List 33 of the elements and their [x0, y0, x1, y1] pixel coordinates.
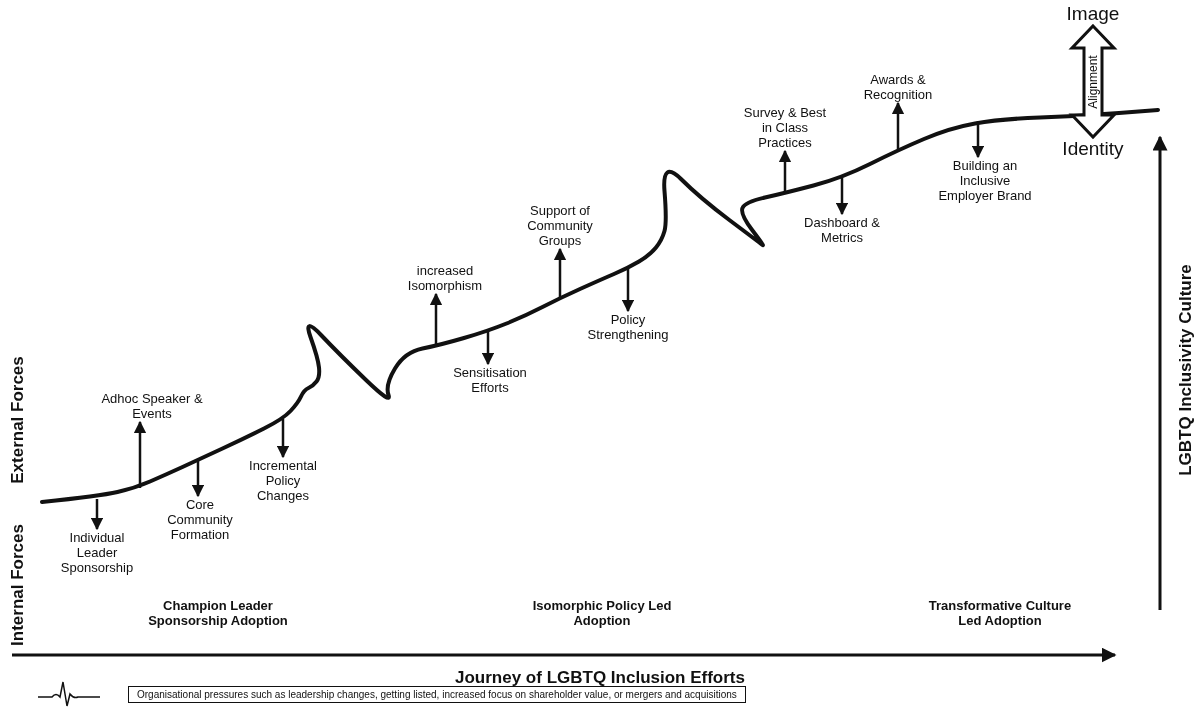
phase-label: Champion Leader Sponsorship Adoption: [147, 598, 289, 628]
milestone-label: Policy Strengthening: [573, 312, 683, 342]
arrow: [133, 420, 147, 488]
arrow: [276, 419, 290, 459]
arrow: [191, 460, 205, 498]
arrow: [891, 101, 905, 149]
phase-label: Isomorphic Policy Led Adoption: [532, 598, 672, 628]
arrow: [621, 269, 635, 313]
milestone-label: Dashboard & Metrics: [787, 215, 897, 245]
milestone-label: Building an Inclusive Employer Brand: [932, 158, 1038, 203]
milestone-label: Adhoc Speaker & Events: [96, 391, 208, 421]
milestone-label: Awards & Recognition: [843, 72, 953, 102]
axis-title: Journey of LGBTQ Inclusion Efforts: [454, 668, 746, 688]
milestone-label: Support of Community Groups: [505, 203, 615, 248]
edge-label: Alignment: [1086, 53, 1100, 110]
arrow: [971, 121, 985, 159]
axis-label: External Forces: [8, 356, 28, 484]
arrow: [429, 292, 443, 346]
arrow: [835, 178, 849, 216]
legend-text: Organisational pressures such as leadership changes, getting listed, increased focus on shareholder value, or mergers and acquisitions: [128, 686, 746, 703]
milestone-label: Sensitisation Efforts: [447, 365, 533, 395]
arrow: [778, 149, 792, 193]
axis-label: LGBTQ Inclusivity Culture: [1176, 264, 1196, 476]
pole-label: Image: [1048, 3, 1138, 25]
arrow: [553, 247, 567, 298]
milestone-label: Survey & Best in Class Practices: [743, 105, 827, 150]
milestone-label: increased Isomorphism: [390, 263, 500, 293]
arrow: [481, 331, 495, 366]
milestone-label: Individual Leader Sponsorship: [52, 530, 142, 575]
phase-label: Transformative Culture Led Adoption: [927, 598, 1073, 628]
arrow: [90, 499, 104, 531]
pole-label: Identity: [1048, 138, 1138, 160]
axis-label: Internal Forces: [8, 524, 28, 646]
